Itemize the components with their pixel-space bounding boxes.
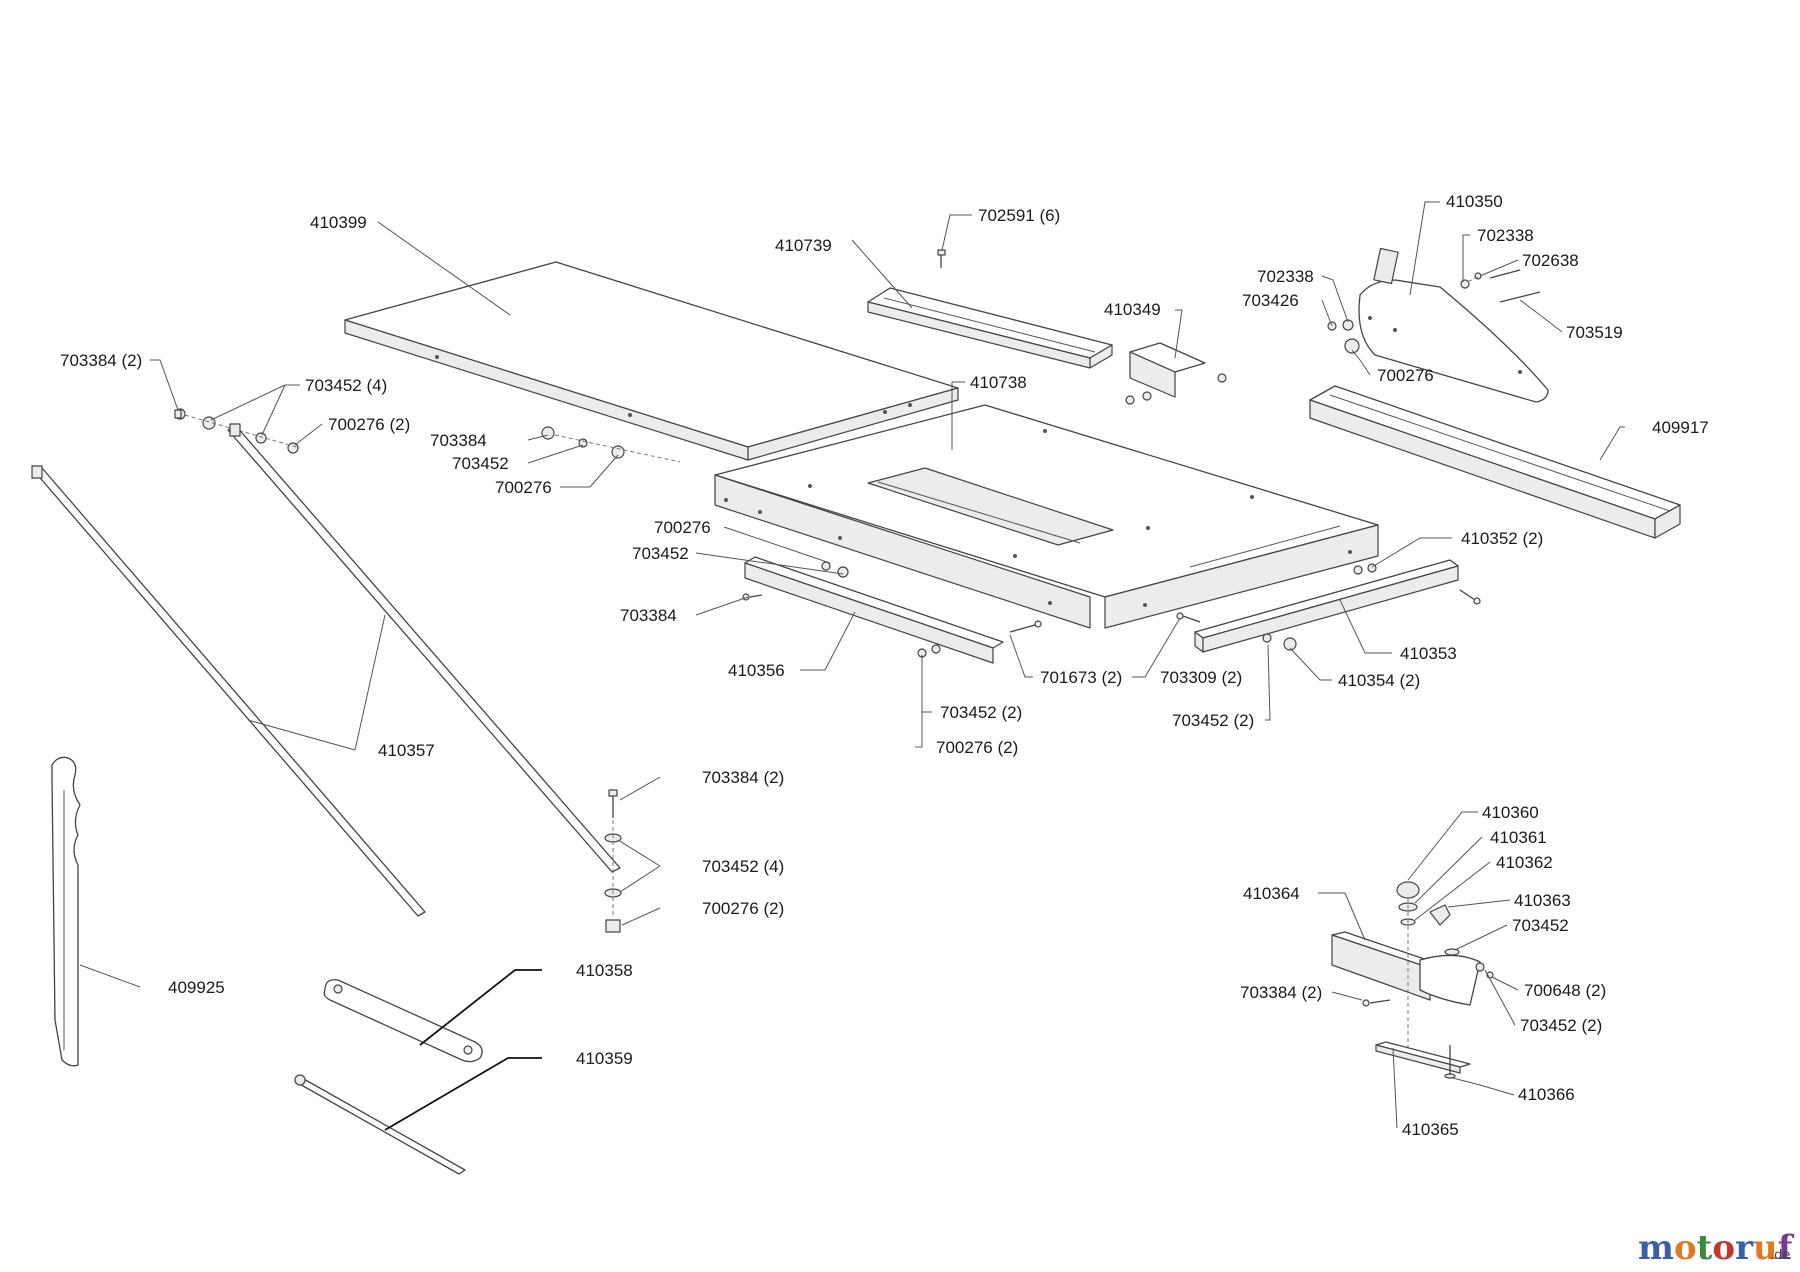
- label-703384-left: 703384: [620, 606, 677, 625]
- label-409917: 409917: [1652, 418, 1709, 437]
- part-410350-blade-guard: [1327, 247, 1549, 403]
- part-702591-screw: [937, 249, 946, 268]
- label-700276-2-center: 700276 (2): [936, 738, 1018, 757]
- label-703384-2-miter: 703384 (2): [1240, 983, 1322, 1002]
- part-409917-fence-rail: [1309, 385, 1681, 539]
- label-410362: 410362: [1496, 853, 1553, 872]
- label-410354: 410354 (2): [1338, 671, 1420, 690]
- label-410738: 410738: [970, 373, 1027, 392]
- part-410353-rail: [1176, 559, 1481, 653]
- label-410365: 410365: [1402, 1120, 1459, 1139]
- label-703452-mid: 703452: [452, 454, 509, 473]
- label-703452-2-right: 703452 (2): [1172, 711, 1254, 730]
- part-410357-legs: [31, 423, 621, 917]
- label-703452-2-center: 703452 (2): [940, 703, 1022, 722]
- label-700276-2-bottom: 700276 (2): [702, 899, 784, 918]
- part-miter-gauge-assembly: [1331, 881, 1494, 1079]
- part-410358-bracket: [323, 979, 483, 1063]
- label-410399: 410399: [310, 213, 367, 232]
- label-703452-miter: 703452: [1512, 916, 1569, 935]
- watermark-brand: motoruf: [1638, 1228, 1795, 1268]
- label-700648: 700648 (2): [1524, 981, 1606, 1000]
- watermark-logo: motoruf .de: [1638, 1228, 1795, 1268]
- label-700276-mid: 700276: [495, 478, 552, 497]
- label-410359: 410359: [576, 1049, 633, 1068]
- label-410349: 410349: [1104, 300, 1161, 319]
- label-703452-4-bottom: 703452 (4): [702, 857, 784, 876]
- label-409925: 409925: [168, 978, 225, 997]
- label-702591: 702591 (6): [978, 206, 1060, 225]
- label-410352: 410352 (2): [1461, 529, 1543, 548]
- label-702638: 702638: [1522, 251, 1579, 270]
- watermark-suffix: .de: [1770, 1248, 1790, 1263]
- label-701673: 701673 (2): [1040, 668, 1122, 687]
- label-410366: 410366: [1518, 1085, 1575, 1104]
- label-410350: 410350: [1446, 192, 1503, 211]
- label-410364: 410364: [1243, 884, 1300, 903]
- leader-lines: [79, 201, 1625, 1131]
- label-700276-2-top: 700276 (2): [328, 415, 410, 434]
- label-703452-2-miter: 703452 (2): [1520, 1016, 1602, 1035]
- part-labels: 410399 410739 702591 (6) 410350 702338 7…: [60, 192, 1709, 1139]
- label-703452-4-top: 703452 (4): [305, 376, 387, 395]
- label-700276-guard: 700276: [1377, 366, 1434, 385]
- label-703452-left: 703452: [632, 544, 689, 563]
- part-410356-rail: [742, 556, 1042, 664]
- part-410739-rail: [867, 287, 1113, 369]
- part-hardware-cluster-left: [174, 408, 681, 463]
- label-703384-mid: 703384: [430, 431, 487, 450]
- label-703309: 703309 (2): [1160, 668, 1242, 687]
- label-703519: 703519: [1566, 323, 1623, 342]
- label-700276-left: 700276: [654, 518, 711, 537]
- part-hardware-stack-bottom: [604, 789, 622, 933]
- label-410363: 410363: [1514, 891, 1571, 910]
- part-410738-main-table: [714, 404, 1379, 629]
- part-410399-extension-table: [344, 261, 959, 461]
- label-410739: 410739: [775, 236, 832, 255]
- label-703426: 703426: [1242, 291, 1299, 310]
- label-702338: 702338: [1257, 267, 1314, 286]
- label-703384-2-bottom: 703384 (2): [702, 768, 784, 787]
- label-410361: 410361: [1490, 828, 1547, 847]
- part-410349-bracket: [1125, 342, 1227, 405]
- label-410356: 410356: [728, 661, 785, 680]
- label-703384-2-top: 703384 (2): [60, 351, 142, 370]
- part-410359-rod: [294, 1074, 466, 1175]
- label-410358: 410358: [576, 961, 633, 980]
- label-410360: 410360: [1482, 803, 1539, 822]
- label-410353: 410353: [1400, 644, 1457, 663]
- label-410357: 410357: [378, 741, 435, 760]
- part-409925-arm: [51, 756, 81, 1067]
- label-702338-top: 702338: [1477, 226, 1534, 245]
